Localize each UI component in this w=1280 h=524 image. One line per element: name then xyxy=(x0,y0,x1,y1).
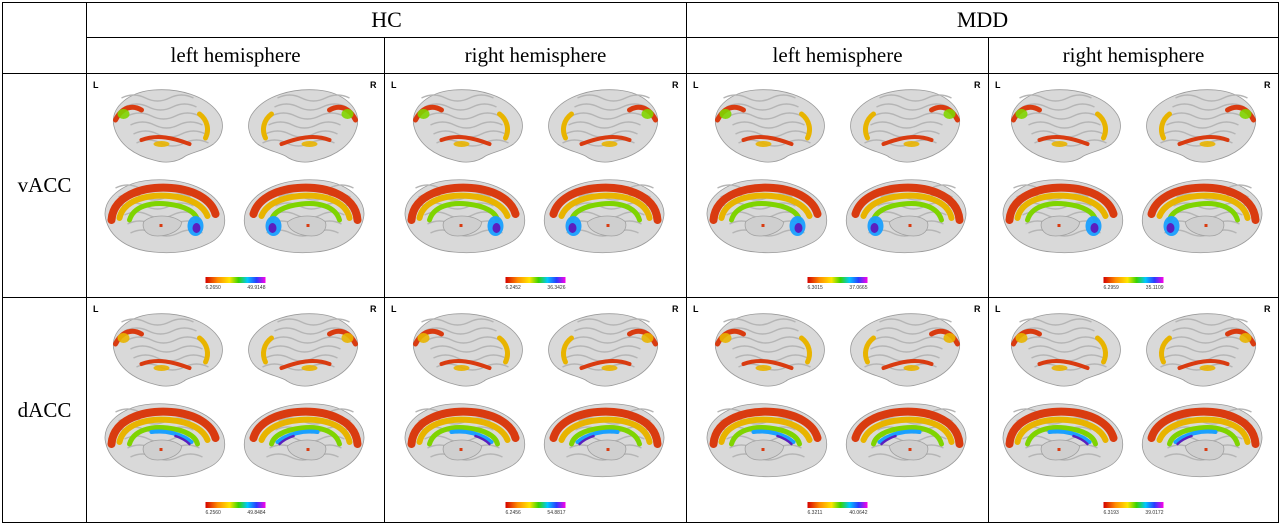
left-marker: L xyxy=(391,304,397,314)
brain-map-svg: L R 6.2959 35.1109 xyxy=(995,80,1271,291)
hemisphere-header: left hemisphere xyxy=(86,37,385,74)
left-marker: L xyxy=(391,80,397,90)
brain-panel: L R 6.2959 35.1109 xyxy=(988,73,1279,298)
lateral-brain-view xyxy=(248,313,358,387)
lateral-brain-view xyxy=(413,313,523,387)
medial-brain-view xyxy=(1002,179,1124,254)
row-label-vacc: vACC xyxy=(2,73,87,298)
lateral-brain-view xyxy=(413,89,523,163)
right-marker: R xyxy=(974,304,981,314)
brain-map-svg: L R 6.2560 49.8484 xyxy=(93,304,377,516)
colorbar xyxy=(807,502,868,508)
corner-cell xyxy=(2,2,87,74)
left-marker: L xyxy=(93,80,99,90)
colorbar-max-label: 36.3426 xyxy=(547,285,565,291)
colorbar-min-label: 6.2456 xyxy=(506,510,522,516)
medial-brain-view xyxy=(1141,179,1263,254)
brain-panel: L R 6.2456 54.8817 xyxy=(384,297,687,523)
row-label-dacc: dACC xyxy=(2,297,87,523)
colorbar-max-label: 49.8484 xyxy=(247,510,265,516)
medial-brain-view xyxy=(706,179,828,254)
hemisphere-header: right hemisphere xyxy=(988,37,1279,74)
group-header-mdd: MDD xyxy=(686,2,1279,38)
lateral-brain-view xyxy=(248,89,358,163)
right-marker: R xyxy=(370,80,377,90)
brain-map-svg: L R 6.3211 40.0642 xyxy=(693,304,981,516)
colorbar xyxy=(1103,502,1164,508)
medial-brain-view xyxy=(404,403,526,478)
colorbar xyxy=(1103,277,1164,283)
lateral-brain-view xyxy=(548,89,658,163)
medial-brain-view xyxy=(845,179,967,254)
right-marker: R xyxy=(974,80,981,90)
medial-brain-view xyxy=(1141,403,1263,478)
brain-panel: L R 6.3211 40.0642 xyxy=(686,297,989,523)
left-marker: L xyxy=(693,304,699,314)
medial-brain-view xyxy=(543,179,665,254)
colorbar-min-label: 6.3211 xyxy=(808,510,823,516)
medial-brain-view xyxy=(243,179,365,254)
right-marker: R xyxy=(672,80,679,90)
lateral-brain-view xyxy=(113,313,223,387)
lateral-brain-view xyxy=(850,89,960,163)
colorbar-max-label: 39.0172 xyxy=(1145,510,1163,516)
medial-brain-view xyxy=(845,403,967,478)
hemisphere-header: right hemisphere xyxy=(384,37,687,74)
left-marker: L xyxy=(693,80,699,90)
colorbar-max-label: 35.1109 xyxy=(1146,285,1164,291)
brain-map-svg: L R 6.2456 54.8817 xyxy=(391,304,679,516)
brain-map-svg: L R 6.3015 37.0665 xyxy=(693,80,981,291)
brain-map-svg: L R 6.2650 49.9148 xyxy=(93,80,377,291)
lateral-brain-view xyxy=(850,313,960,387)
right-marker: R xyxy=(1264,304,1271,314)
medial-brain-view xyxy=(104,403,226,478)
lateral-brain-view xyxy=(548,313,658,387)
colorbar-max-label: 37.0665 xyxy=(849,285,867,291)
lateral-brain-view xyxy=(1011,313,1121,387)
colorbar-min-label: 6.3193 xyxy=(1104,510,1120,516)
medial-brain-view xyxy=(1002,403,1124,478)
hemisphere-header: left hemisphere xyxy=(686,37,989,74)
brain-map-svg: L R 6.2452 36.3426 xyxy=(391,80,679,291)
colorbar-min-label: 6.2452 xyxy=(506,285,522,291)
brain-panel: L R 6.2650 49.9148 xyxy=(86,73,385,298)
colorbar xyxy=(505,502,566,508)
brain-panel: L R 6.3015 37.0665 xyxy=(686,73,989,298)
colorbar-min-label: 6.3015 xyxy=(808,285,824,291)
brain-panel: L R 6.3193 39.0172 xyxy=(988,297,1279,523)
medial-brain-view xyxy=(706,403,828,478)
right-marker: R xyxy=(672,304,679,314)
medial-brain-view xyxy=(243,403,365,478)
right-marker: R xyxy=(1264,80,1271,90)
lateral-brain-view xyxy=(1146,313,1256,387)
colorbar-min-label: 6.2560 xyxy=(206,510,222,516)
lateral-brain-view xyxy=(715,313,825,387)
lateral-brain-view xyxy=(1011,89,1121,163)
group-header-hc: HC xyxy=(86,2,687,38)
colorbar-max-label: 49.9148 xyxy=(247,285,265,291)
medial-brain-view xyxy=(404,179,526,254)
medial-brain-view xyxy=(104,179,226,254)
colorbar-max-label: 54.8817 xyxy=(547,510,565,516)
colorbar-max-label: 40.0642 xyxy=(849,510,867,516)
colorbar xyxy=(205,502,266,508)
colorbar-min-label: 6.2959 xyxy=(1104,285,1120,291)
brain-map-svg: L R 6.3193 39.0172 xyxy=(995,304,1271,516)
right-marker: R xyxy=(370,304,377,314)
colorbar xyxy=(205,277,266,283)
colorbar-min-label: 6.2650 xyxy=(206,285,222,291)
lateral-brain-view xyxy=(715,89,825,163)
left-marker: L xyxy=(995,80,1001,90)
brain-panel: L R 6.2452 36.3426 xyxy=(384,73,687,298)
lateral-brain-view xyxy=(113,89,223,163)
brain-panel: L R 6.2560 49.8484 xyxy=(86,297,385,523)
lateral-brain-view xyxy=(1146,89,1256,163)
left-marker: L xyxy=(93,304,99,314)
medial-brain-view xyxy=(543,403,665,478)
colorbar xyxy=(807,277,868,283)
left-marker: L xyxy=(995,304,1001,314)
colorbar xyxy=(505,277,566,283)
